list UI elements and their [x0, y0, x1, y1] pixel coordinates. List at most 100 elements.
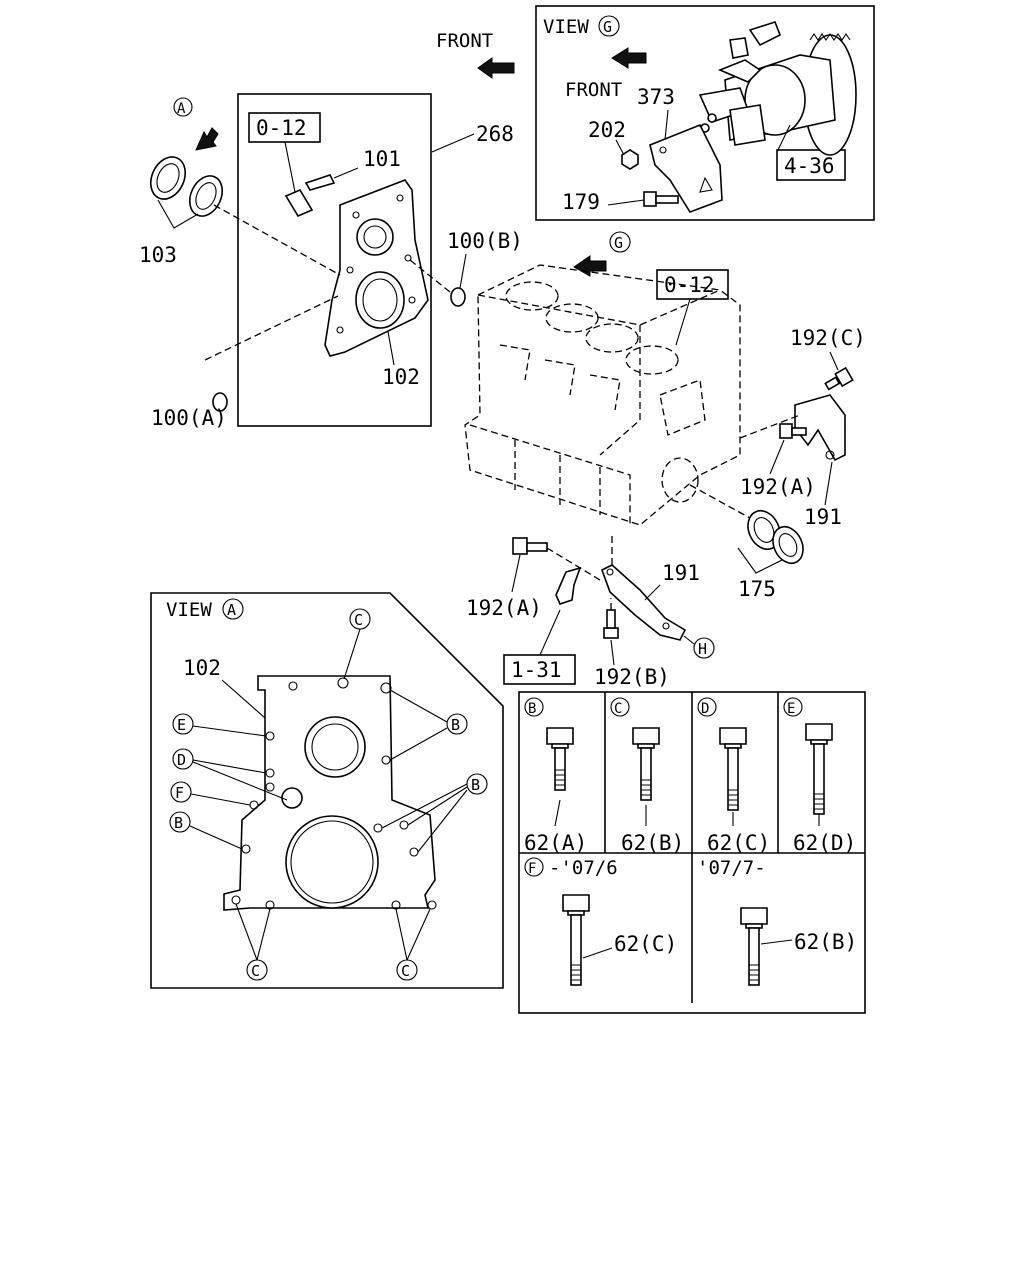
- svg-text:C: C: [354, 611, 363, 629]
- part-102-label: 102: [382, 365, 420, 389]
- ref-4-36-label: 4-36: [784, 154, 835, 178]
- bolt-f-62c-label: 62(C): [614, 932, 677, 956]
- part-202-label: 202: [588, 118, 626, 142]
- ref-1-31-box: [503, 654, 576, 685]
- callout-d: D: [172, 748, 288, 801]
- bolt-cell-d: D 62(C): [697, 697, 770, 855]
- bolt-179-drawing: [643, 191, 679, 207]
- bolt-192b-drawing: [603, 609, 619, 639]
- sensor-101-drawing: [284, 174, 336, 218]
- callout-c-top: C: [343, 608, 371, 680]
- bolt-62a-label: 62(A): [524, 831, 587, 855]
- bolt-cell-e: E 62(D): [783, 697, 856, 855]
- ref-0-12-box-block: [656, 269, 729, 300]
- bolt-cell-f: F -'07/6 62(C): [524, 857, 677, 986]
- part-192a-right-label: 192(A): [740, 475, 816, 499]
- bolt-192a-right-drawing: [779, 423, 807, 439]
- cover-frame: [237, 93, 432, 427]
- part-101-label: 101: [363, 147, 401, 171]
- bolt-cell-b: B 62(A): [524, 697, 587, 855]
- svg-text:B: B: [174, 814, 183, 832]
- bolt-f-date-range: -'07/6: [549, 857, 618, 879]
- ref-0-12-label-cover: 0-12: [256, 116, 307, 140]
- view-a-letter-circle: [222, 598, 244, 620]
- bolt-e-letter: E: [787, 701, 795, 717]
- g-letter-circle: [609, 231, 631, 253]
- bolt-b-letter: B: [528, 701, 536, 717]
- bracket-191-lower-drawing: [601, 564, 687, 641]
- svg-text:D: D: [177, 751, 186, 769]
- part-192b-label: 192(B): [594, 665, 670, 689]
- part-191-right-label: 191: [804, 505, 842, 529]
- bolt-c-letter: C: [614, 701, 622, 717]
- g-arrow-icon: [573, 255, 607, 277]
- bolt-cell-c: C 62(B): [610, 697, 684, 855]
- bolt-62d-label: 62(D): [793, 831, 856, 855]
- part-175-label: 175: [738, 577, 776, 601]
- view-a-title: VIEW: [166, 599, 212, 621]
- ref-0-12-box-cover: [248, 112, 321, 143]
- view-g-letter: G: [603, 18, 612, 36]
- h-letter-circle: [693, 637, 715, 659]
- seal-103-drawing: [149, 156, 224, 217]
- callout-b-left: B: [169, 811, 243, 850]
- svg-text:E: E: [177, 716, 186, 734]
- ref-4-36-box: [776, 149, 846, 181]
- front-arrow-icon: [477, 57, 515, 79]
- seal-175-drawing: [747, 509, 804, 565]
- svg-text:C: C: [251, 962, 260, 980]
- ref-0-12-label-block: 0-12: [664, 273, 715, 297]
- bolt-d-letter: D: [701, 701, 709, 717]
- callout-c-bottom-left: C: [235, 903, 271, 981]
- bolt-cell-late: '07/7- 62(B): [697, 857, 857, 986]
- bolt-62c-label: 62(C): [707, 831, 770, 855]
- part-179-label: 179: [562, 190, 600, 214]
- engine-block-area: G 0-12 192(C): [464, 231, 866, 689]
- cylinder-block-drawing: [464, 264, 741, 526]
- view-g-front-arrow-icon: [611, 47, 647, 69]
- g-letter: G: [614, 234, 623, 252]
- view-a-letter: A: [227, 601, 236, 619]
- callout-b-upper-right: B: [389, 689, 468, 761]
- view-g-title: VIEW: [543, 16, 589, 38]
- front-label-top: FRONT: [436, 30, 493, 52]
- view-a-frame: [150, 592, 504, 989]
- injection-pump-drawing: [698, 21, 857, 156]
- bolt-62b-label: 62(B): [621, 831, 684, 855]
- part-268-label: 268: [476, 122, 514, 146]
- svg-text:B: B: [471, 776, 480, 794]
- part-100a-label: 100(A): [151, 406, 227, 430]
- front-arrow-top: FRONT: [436, 30, 515, 79]
- bolt-table: B 62(A) C 62(B) D 62(: [518, 691, 866, 1014]
- part-103-label: 103: [139, 243, 177, 267]
- nut-202-drawing: [621, 149, 639, 170]
- svg-text:F: F: [175, 784, 184, 802]
- part-192a-left-label: 192(A): [466, 596, 542, 620]
- svg-text:C: C: [401, 962, 410, 980]
- bolt-late-62b-label: 62(B): [794, 930, 857, 954]
- bolt-late-date-range: '07/7-: [697, 857, 766, 879]
- bracket-373-drawing: [649, 123, 723, 213]
- view-g-panel: VIEW G FRONT 373 202 179 4-36: [535, 5, 875, 221]
- view-g-frame: [535, 5, 875, 221]
- bolt-192a-left-drawing: [512, 537, 548, 555]
- view-g-letter-circle: [598, 15, 620, 37]
- callout-e: E: [172, 713, 267, 737]
- svg-text:B: B: [451, 716, 460, 734]
- callout-c-bottom-right: C: [395, 908, 431, 981]
- view-a-part-102-label: 102: [183, 656, 221, 680]
- view-a-letter-top: A: [177, 101, 186, 117]
- view-a-cover-drawing: [223, 675, 437, 911]
- oring-100a-drawing: [212, 392, 228, 412]
- bolt-192c-drawing: [824, 366, 854, 391]
- part-373-label: 373: [637, 85, 675, 109]
- h-letter: H: [698, 640, 707, 658]
- timing-cover-drawing: [324, 179, 429, 357]
- view-g-front-label: FRONT: [565, 79, 622, 101]
- oring-100b-drawing: [450, 287, 466, 307]
- ref-1-31-label: 1-31: [511, 658, 562, 682]
- callout-f: F: [170, 781, 251, 806]
- callout-b-lower-right: B: [381, 773, 488, 853]
